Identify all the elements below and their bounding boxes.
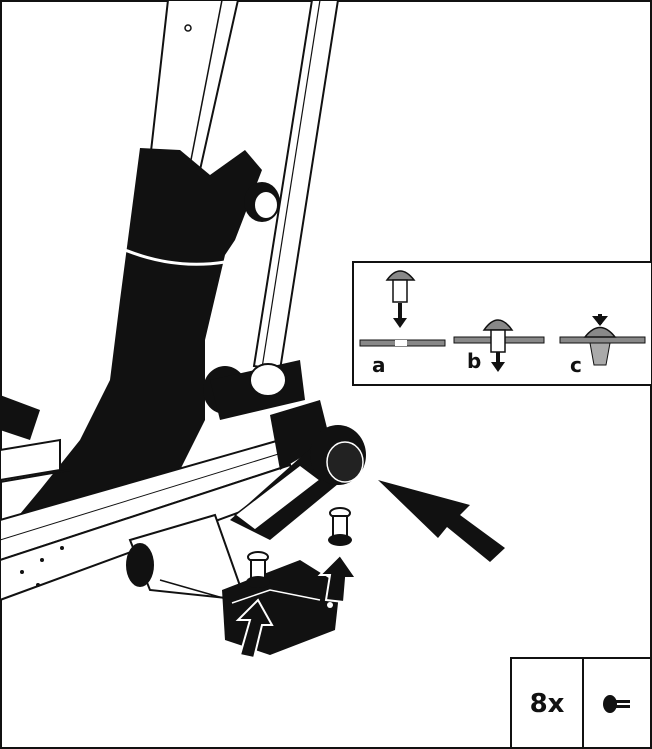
push-rivet-icon: [584, 659, 652, 749]
step-a-label: a: [372, 353, 386, 377]
step-a-illustration: [359, 270, 446, 347]
step-b-illustration: [453, 319, 545, 372]
pedal-arm: [230, 425, 366, 540]
quantity-count: 8x: [512, 659, 584, 749]
rivet-steps-inset: a b c: [352, 261, 652, 386]
left-base-bars: [0, 395, 71, 483]
pointer-arrow-icon: [378, 480, 505, 562]
quantity-box: 8x: [510, 657, 652, 749]
arrow-up-icon: [235, 598, 274, 660]
arrow-up-icon: [317, 553, 358, 604]
step-c-label: c: [570, 353, 582, 377]
main-frame-body: [15, 148, 280, 530]
rivet-main-left: [246, 551, 270, 588]
rivet-main-right: [328, 507, 352, 546]
upright-tube-rear: [148, 0, 240, 172]
step-c-illustration: [559, 314, 646, 366]
step-b-label: b: [467, 349, 481, 373]
pivot-assembly: [203, 360, 330, 470]
